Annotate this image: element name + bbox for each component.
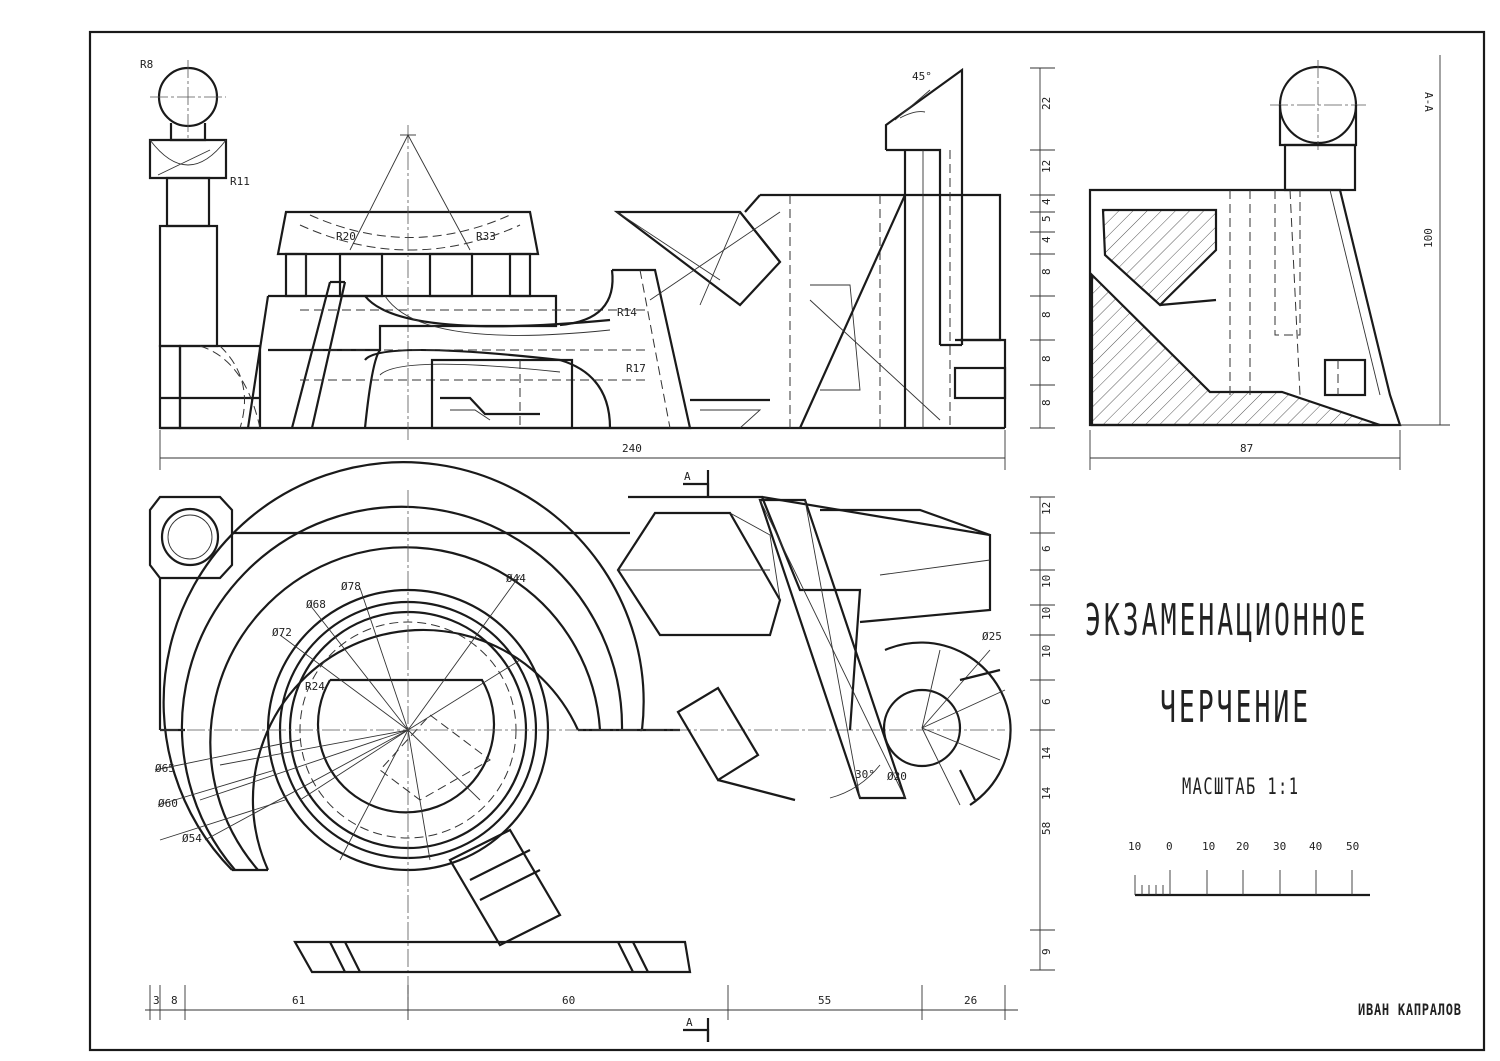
dim-front-stack-0: 22: [1040, 97, 1053, 110]
dim-front-stack-3: 5: [1040, 215, 1053, 222]
scale-tick-label-2: 10: [1202, 840, 1215, 853]
scale-tick-label-1: 0: [1166, 840, 1173, 853]
title-line-1: ЭКЗАМЕНАЦИОННОЕ: [1085, 595, 1369, 646]
cut-marker-top: А: [684, 470, 691, 483]
dim-chain-60: 60: [562, 994, 575, 1007]
dim-r24: R24: [305, 680, 325, 693]
title-line-2: ЧЕРЧЕНИЕ: [1160, 682, 1312, 733]
front-view: [148, 60, 1007, 440]
dim-front-stack-5: 8: [1040, 268, 1053, 275]
dim-chain-61: 61: [292, 994, 305, 1007]
dim-overall-width: 240: [622, 442, 642, 455]
dim-d78: Ø78: [341, 580, 361, 593]
dim-d65: Ø65: [155, 762, 175, 775]
dim-chain-8: 8: [171, 994, 178, 1007]
dim-chain-26: 26: [964, 994, 977, 1007]
scale-bar-ticks: 10 0 10 20 30 40 50: [1128, 840, 1359, 853]
scale-bar: [1134, 870, 1370, 897]
dim-d68: Ø68: [306, 598, 326, 611]
dim-front-stack-2: 4: [1040, 198, 1053, 205]
dimension-lines: [145, 55, 1450, 1042]
side-view-section: [1088, 60, 1402, 427]
dim-front-stack-6: 8: [1040, 311, 1053, 318]
dim-front-stack-7: 8: [1040, 355, 1053, 362]
scale-tick-label-3: 20: [1236, 840, 1249, 853]
dim-chain-3: 3: [153, 994, 160, 1007]
front-right-stack: 22 12 4 5 4 8 8 8 8: [1040, 97, 1053, 406]
dim-d25: Ø25: [982, 630, 1002, 643]
dim-chain-55: 55: [818, 994, 831, 1007]
dim-top-stack-6: 14: [1040, 746, 1053, 760]
sheet-frame: [88, 30, 1486, 1052]
cut-marker-bottom: А: [686, 1016, 693, 1029]
section-label: А-А: [1422, 92, 1435, 112]
dim-front-stack-1: 12: [1040, 160, 1053, 173]
dim-front-stack-8: 8: [1040, 399, 1053, 406]
dim-r20: R20: [336, 230, 356, 243]
dim-d20: Ø20: [887, 770, 907, 783]
dim-angle-30: 30°: [855, 768, 875, 781]
top-right-stack: 12 6 10 10 10 6 14 14: [1040, 502, 1053, 800]
scale-text: МАСШТАБ 1:1: [1182, 775, 1300, 800]
dim-top-stack-2: 10: [1040, 575, 1053, 588]
author-name: ИВАН КАПРАЛОВ: [1358, 1000, 1462, 1019]
dim-top-stack-4: 10: [1040, 645, 1053, 658]
dim-side-width: 87: [1240, 442, 1253, 455]
dim-top-stack-1: 6: [1040, 545, 1053, 552]
dim-top-v9: 9: [1040, 948, 1053, 955]
scale-tick-label-5: 40: [1309, 840, 1322, 853]
dim-d72: Ø72: [272, 626, 292, 639]
scale-tick-label-0: 10: [1128, 840, 1141, 853]
dim-d44: Ø44: [506, 572, 526, 585]
dim-top-stack-5: 6: [1040, 698, 1053, 705]
dim-d60: Ø60: [158, 797, 178, 810]
dim-top-v58: 58: [1040, 822, 1053, 835]
scale-tick-label-4: 30: [1273, 840, 1286, 853]
dim-r33: R33: [476, 230, 496, 243]
scale-tick-label-6: 50: [1346, 840, 1359, 853]
dimension-labels: 240 R8 R11 R20 R33 R14 R17 45° 87 100 Ø7…: [140, 58, 1435, 1029]
dim-front-stack-4: 4: [1040, 236, 1053, 243]
dim-sphere-r8: R8: [140, 58, 153, 71]
dim-top-stack-7: 14: [1040, 786, 1053, 800]
dim-d54: Ø54: [182, 832, 202, 845]
dim-side-height: 100: [1422, 228, 1435, 248]
dim-r14: R14: [617, 306, 637, 319]
dim-top-stack-3: 10: [1040, 607, 1053, 620]
dim-r11: R11: [230, 175, 250, 188]
dim-r17: R17: [626, 362, 646, 375]
dim-top-stack-0: 12: [1040, 502, 1053, 515]
top-view: [148, 461, 1012, 1000]
dim-angle-45: 45°: [912, 70, 932, 83]
